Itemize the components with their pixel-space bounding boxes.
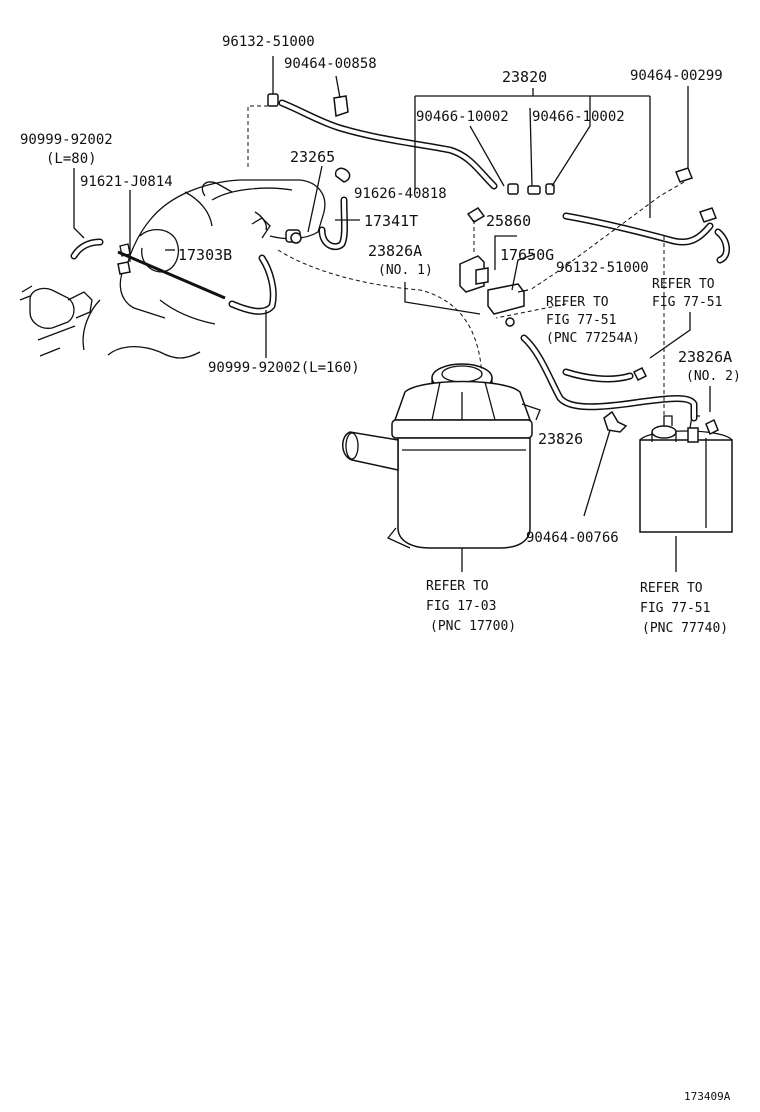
label-fig-77-51-b: FIG 77-51: [546, 313, 616, 328]
charcoal-canister: [639, 415, 733, 533]
label-90999-92002-l160: 90999-92002(L=160): [208, 360, 360, 376]
leader-lines: [73, 56, 711, 572]
label-no1: (NO. 1): [378, 263, 433, 278]
label-90464-00858: 90464-00858: [284, 56, 377, 72]
label-23826a-no1: 23826A: [368, 242, 422, 260]
label-96132-51000-top: 96132-51000: [222, 34, 315, 50]
label-90466-10002-b: 90466-10002: [532, 109, 625, 125]
label-91621-j0814: 91621-J0814: [80, 174, 173, 190]
label-23265: 23265: [290, 148, 335, 166]
label-pnc-77740: (PNC 77740): [642, 621, 728, 636]
label-refer-to-c: REFER TO: [426, 579, 489, 594]
label-pnc-17700: (PNC 17700): [430, 619, 516, 634]
label-90464-00766: 90464-00766: [526, 530, 619, 546]
label-fig-77-51-a: FIG 77-51: [652, 295, 722, 310]
label-91626-40818: 91626-40818: [354, 186, 447, 202]
label-fig-77-51-c: FIG 77-51: [640, 601, 710, 616]
label-17341t: 17341T: [364, 212, 418, 230]
label-no2: (NO. 2): [686, 369, 741, 384]
label-90999-92002-l80: 90999-92002: [20, 132, 113, 148]
label-refer-to-a: REFER TO: [652, 277, 715, 292]
label-25860: 25860: [486, 212, 531, 230]
hoses: [70, 99, 730, 422]
label-90464-00299: 90464-00299: [630, 68, 723, 84]
label-fig-17-03: FIG 17-03: [426, 599, 496, 614]
label-23826a-no2: 23826A: [678, 348, 732, 366]
label-pnc-77254a: (PNC 77254A): [546, 331, 640, 346]
engine-intake-manifold: [19, 179, 326, 359]
part-labels: 96132-51000 90464-00858 23820 90464-0029…: [20, 34, 741, 1103]
label-23820: 23820: [502, 68, 547, 86]
figure-id: 173409A: [684, 1090, 731, 1103]
label-17303b: 17303B: [178, 246, 232, 264]
small-parts: [117, 93, 719, 436]
label-90466-10002-a: 90466-10002: [416, 109, 509, 125]
air-cleaner-assembly: [342, 363, 541, 549]
label-96132-51000-right: 96132-51000: [556, 260, 649, 276]
label-17650g: 17650G: [500, 246, 554, 264]
label-l80-length: (L=80): [46, 151, 97, 167]
label-refer-to-d: REFER TO: [640, 581, 703, 596]
label-23826: 23826: [538, 430, 583, 448]
label-refer-to-b: REFER TO: [546, 295, 609, 310]
